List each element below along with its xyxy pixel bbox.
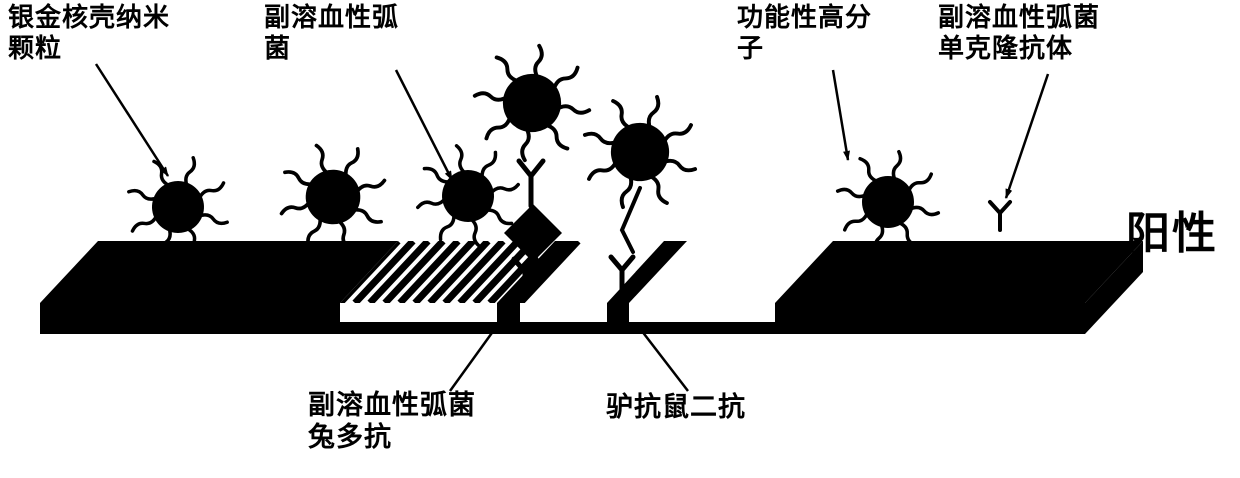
- label-positive-result: 阳性: [1126, 209, 1218, 258]
- label-polyclonal-line1: 副溶血性弧菌: [308, 390, 476, 420]
- label-monoclonal-line2: 单克隆抗体: [938, 32, 1074, 63]
- leader-polyclonal: [448, 311, 509, 392]
- arrow-vibrio: [394, 69, 454, 181]
- leader-secondary: [637, 325, 689, 392]
- strip-right-end: [1085, 241, 1143, 334]
- label-polyclonal-antibody: 副溶血性弧菌 兔多抗: [308, 390, 476, 454]
- label-polyclonal-line2: 兔多抗: [308, 421, 392, 452]
- antibody-icon: [511, 256, 539, 301]
- label-nanoparticle: 银金核壳纳米 颗粒: [8, 2, 170, 63]
- label-nanoparticle-line2: 颗粒: [8, 32, 63, 63]
- arrow-polymer: [831, 69, 850, 161]
- label-polymer-line2: 子: [737, 32, 765, 63]
- vibrio-cell-shape: [504, 204, 562, 262]
- test-strip: [40, 241, 1143, 334]
- monoclonal-antibody-icon: [988, 200, 1012, 232]
- arrow-nanoparticle: [94, 63, 170, 177]
- arrow-monoclonal: [1004, 73, 1050, 199]
- label-vibrio: 副溶血性弧 菌: [264, 2, 399, 63]
- label-polymer-line1: 功能性高分: [737, 2, 873, 32]
- antibody-icon: [608, 254, 636, 301]
- antibody-icon: [516, 158, 546, 209]
- label-polymer: 功能性高分 子: [737, 2, 872, 63]
- label-monoclonal-line1: 副溶血性弧菌: [938, 2, 1101, 32]
- label-monoclonal-antibody: 副溶血性弧菌 单克隆抗体: [938, 2, 1100, 63]
- control-line: [607, 241, 687, 322]
- linker-line: [619, 186, 642, 254]
- label-secondary-antibody: 驴抗鼠二抗: [606, 392, 746, 422]
- membrane-front: [340, 303, 775, 322]
- nanoparticle-icon: [467, 38, 597, 168]
- label-vibrio-line1: 副溶血性弧: [264, 2, 400, 32]
- label-nanoparticle-line1: 银金核壳纳米: [8, 2, 171, 32]
- nanoparticle-icon: [559, 71, 721, 233]
- label-vibrio-line2: 菌: [264, 32, 292, 63]
